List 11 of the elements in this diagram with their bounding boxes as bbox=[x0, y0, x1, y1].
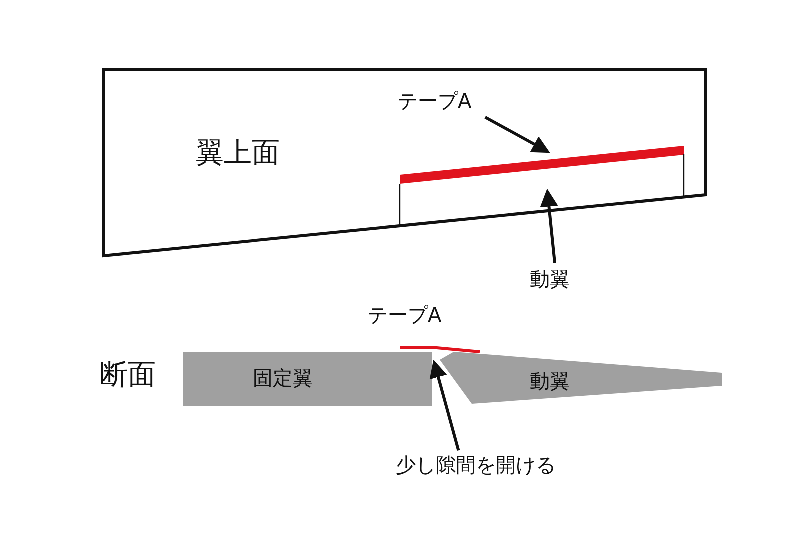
tape-label: テープA bbox=[398, 88, 472, 115]
arrow bbox=[540, 188, 558, 264]
tape-label: テープA bbox=[368, 302, 442, 329]
note-label: 少し隙間を開ける bbox=[396, 452, 556, 479]
wing-label: 翼上面 bbox=[196, 135, 280, 171]
flap-label: 動翼 bbox=[530, 266, 570, 293]
arrow bbox=[430, 360, 460, 451]
section-title: 断面 bbox=[100, 357, 156, 393]
section-label: 固定翼 bbox=[253, 365, 313, 392]
arrow bbox=[484, 116, 550, 154]
section-label: 動翼 bbox=[530, 368, 570, 395]
